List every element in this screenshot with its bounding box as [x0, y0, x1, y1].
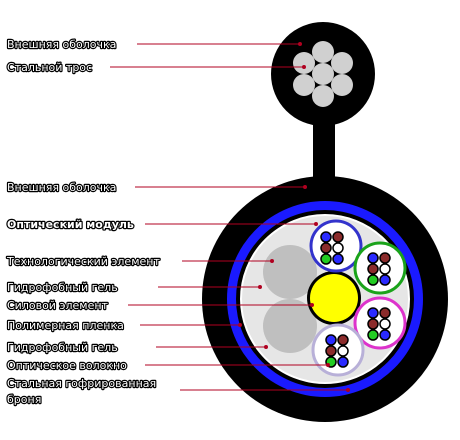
label-polymer-film: Полимерная пленка — [7, 319, 124, 332]
optical-module-magenta — [353, 296, 407, 350]
label-steel-rope: Стальной трос — [7, 61, 92, 74]
optical-fiber — [337, 345, 349, 357]
steel-wire — [312, 63, 334, 85]
steel-wire — [331, 74, 353, 96]
label-hydrophobic-gel-outer: Гидрофобный гель — [7, 281, 118, 294]
leader-dot — [270, 259, 274, 263]
optical-fiber — [320, 231, 332, 243]
optical-fiber — [379, 329, 391, 341]
leader-dot — [303, 185, 307, 189]
optical-module-lilac — [311, 323, 365, 377]
optical-fiber — [332, 253, 344, 265]
optical-fiber — [379, 307, 391, 319]
optical-fiber — [332, 231, 344, 243]
optical-fiber — [379, 263, 391, 275]
optical-fiber — [320, 242, 332, 254]
steel-wire — [312, 85, 334, 107]
steel-wire — [331, 52, 353, 74]
label-strength-member: Силовой элемент — [7, 299, 109, 312]
optical-fiber — [379, 252, 391, 264]
leader-dot — [310, 303, 314, 307]
optical-fiber — [367, 252, 379, 264]
optical-fiber — [379, 318, 391, 330]
leader-dot — [264, 345, 268, 349]
leader-dot — [302, 65, 306, 69]
steel-wire — [312, 41, 334, 63]
label-outer-sheath-messenger: Внешняя оболочка — [7, 38, 116, 51]
optical-fiber — [379, 274, 391, 286]
optical-fiber — [367, 274, 379, 286]
leader-dot — [346, 388, 350, 392]
steel-wire — [293, 74, 315, 96]
central-strength-member — [310, 274, 358, 322]
optical-fiber — [367, 263, 379, 275]
label-outer-sheath: Внешняя оболочка — [7, 181, 116, 194]
leader-lines — [110, 42, 350, 392]
leader-dot — [314, 222, 318, 226]
optical-fiber — [325, 345, 337, 357]
steel-strand-group — [293, 41, 353, 107]
optical-module-blue — [309, 219, 363, 273]
optical-fiber — [332, 242, 344, 254]
label-hydrophobic-gel-inner: Гидрофобный гель — [7, 341, 118, 354]
label-optical-fiber: Оптическое волокно — [7, 359, 127, 372]
steel-wire — [293, 52, 315, 74]
web-neck — [313, 118, 335, 186]
label-optical-module: Оптический модуль — [7, 218, 134, 231]
optical-fiber — [320, 253, 332, 265]
optical-fiber — [325, 334, 337, 346]
labels: Внешняя оболочка Стальной трос Внешняя о… — [5, 37, 162, 407]
leader-dot — [298, 42, 302, 46]
label-corrugated-armor-line1: Стальная гофрированная — [7, 377, 156, 390]
filler-element — [263, 245, 317, 299]
label-corrugated-armor-line2: броня — [7, 393, 41, 406]
leader-dot — [326, 363, 330, 367]
label-filler-element: Технологический элемент — [6, 255, 160, 268]
optical-fiber — [367, 307, 379, 319]
leader-dot — [238, 323, 242, 327]
optical-fiber — [337, 334, 349, 346]
optical-fiber — [367, 329, 379, 341]
leader-dot — [258, 285, 262, 289]
optical-fiber — [337, 356, 349, 368]
optical-module-green — [353, 241, 407, 295]
filler-element — [263, 299, 317, 353]
optical-fiber — [367, 318, 379, 330]
